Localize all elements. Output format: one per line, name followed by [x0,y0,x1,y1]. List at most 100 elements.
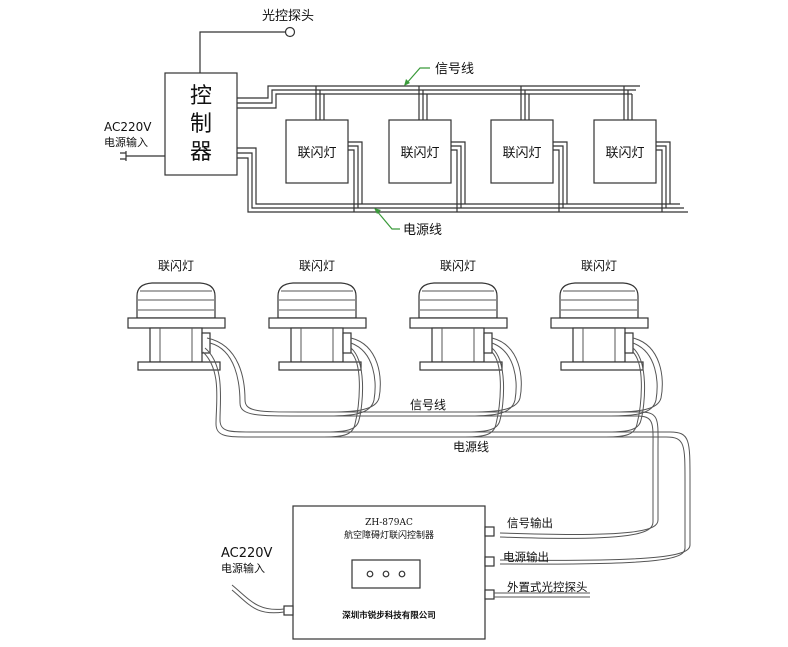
branch-cables [323,337,663,438]
lamp-flange [268,317,367,329]
branch-signal-b [328,342,376,417]
signal-output-connector [484,526,495,537]
top-lamp-group: 联闪灯 联闪灯 联闪灯 联闪灯 [285,86,671,212]
power-drop [553,141,568,212]
indicator-light-3-icon [398,570,406,578]
sensor-output-label: 外置式光控探头 [507,580,588,594]
power-output-label: 电源输出 [503,550,549,564]
lamp-label: 联闪灯 [605,146,644,161]
dome-ribs [561,290,637,311]
controller-model: ZH-879AC [365,518,413,528]
ac-sublabel-bottom: 电源输入 [221,561,265,575]
signal-output-label: 信号输出 [507,516,553,530]
lamp-illustration: 联闪灯 [550,259,649,371]
branch-signal [612,337,663,413]
ac-cable-bottom [231,584,285,614]
power-arrow [375,209,400,230]
lamp-body [149,327,203,363]
indicator-light-2-icon [382,570,390,578]
power-label-top: 电源线 [403,223,442,238]
controller-display [351,559,421,589]
lamp-base [137,361,221,371]
lamp-label: 联闪灯 [440,259,476,273]
power-drop [348,141,363,212]
power-label-bottom: 电源线 [453,440,489,454]
ac-label-bottom: AC220V [221,546,273,561]
lamp-label: 联闪灯 [297,146,336,161]
lamp-base [278,361,362,371]
controller-char-3: 器 [190,140,212,165]
branch-power [466,347,505,433]
dome-ribs [279,290,355,311]
lamp-box [593,119,657,184]
lamp-label: 联闪灯 [400,146,439,161]
branch-power-b [605,351,642,438]
lamp-illustration: 联闪灯 [268,259,367,371]
branch-signal-b [469,342,517,417]
power-arrow-head-icon [374,208,381,214]
signal-cable-b [209,342,654,539]
dome-ribs [138,290,214,311]
lamp-body [431,327,485,363]
dome-ribs [420,290,496,311]
signal-arrow-head-icon [404,79,410,86]
lamp-base [419,361,503,371]
plug-icon [120,151,127,161]
lamp-body [290,327,344,363]
power-drop [451,141,466,212]
lamp-box [490,119,554,184]
lamp-illustration: 联闪灯 [409,259,508,371]
controller-char-1: 控 [190,84,212,109]
controller-box [164,72,238,176]
power-bus-2 [237,152,684,209]
power-output-connector [484,556,495,567]
branch-signal-b [610,342,658,417]
signal-label-top: 信号线 [435,62,474,77]
signal-bus-2 [237,89,636,104]
signal-drop [623,86,633,120]
lamp-body [572,327,626,363]
lamp-dome [136,282,216,319]
controller-char-2: 制 [190,112,212,137]
body-edges [441,328,475,362]
sensor-wire [199,31,286,73]
lamp-label: 联闪灯 [581,259,617,273]
body-edges [159,328,193,362]
lamp-illustration: 联闪灯 [127,259,226,371]
junction-box [624,332,634,354]
lamp-dome [418,282,498,319]
signal-drop [520,86,530,120]
lamp-flange [550,317,649,329]
branch-power-b [464,351,501,438]
power-bus-1 [237,147,680,205]
controller-company: 深圳市锐步科技有限公司 [342,610,436,621]
lamp-flange [127,317,226,329]
sensor-output-connector [484,589,495,600]
sensor-label: 光控探头 [262,9,314,24]
branch-power [607,347,646,433]
signal-label-bottom: 信号线 [410,398,446,412]
bottom-lamp-group: 联闪灯 联闪灯 联闪灯 联闪灯 [127,259,649,371]
lamp-box [285,119,349,184]
signal-drop [315,86,325,120]
lamp-flange [409,317,508,329]
lamp-label: 联闪灯 [299,259,335,273]
lamp-dome [559,282,639,319]
indicator-light-1-icon [366,570,374,578]
signal-bus-3 [237,93,632,109]
branch-power-b [323,351,360,438]
sensor-icon [284,26,296,38]
branch-power [325,347,364,433]
sensor-cable [494,592,590,598]
power-bus-3 [237,157,688,213]
power-drop [656,141,671,212]
junction-box [201,332,211,354]
power-cable [204,347,691,561]
ac-sublabel-top: 电源输入 [104,135,148,149]
signal-arrow [405,67,430,85]
lamp-dome [277,282,357,319]
body-edges [300,328,334,362]
lamp-label: 联闪灯 [502,146,541,161]
